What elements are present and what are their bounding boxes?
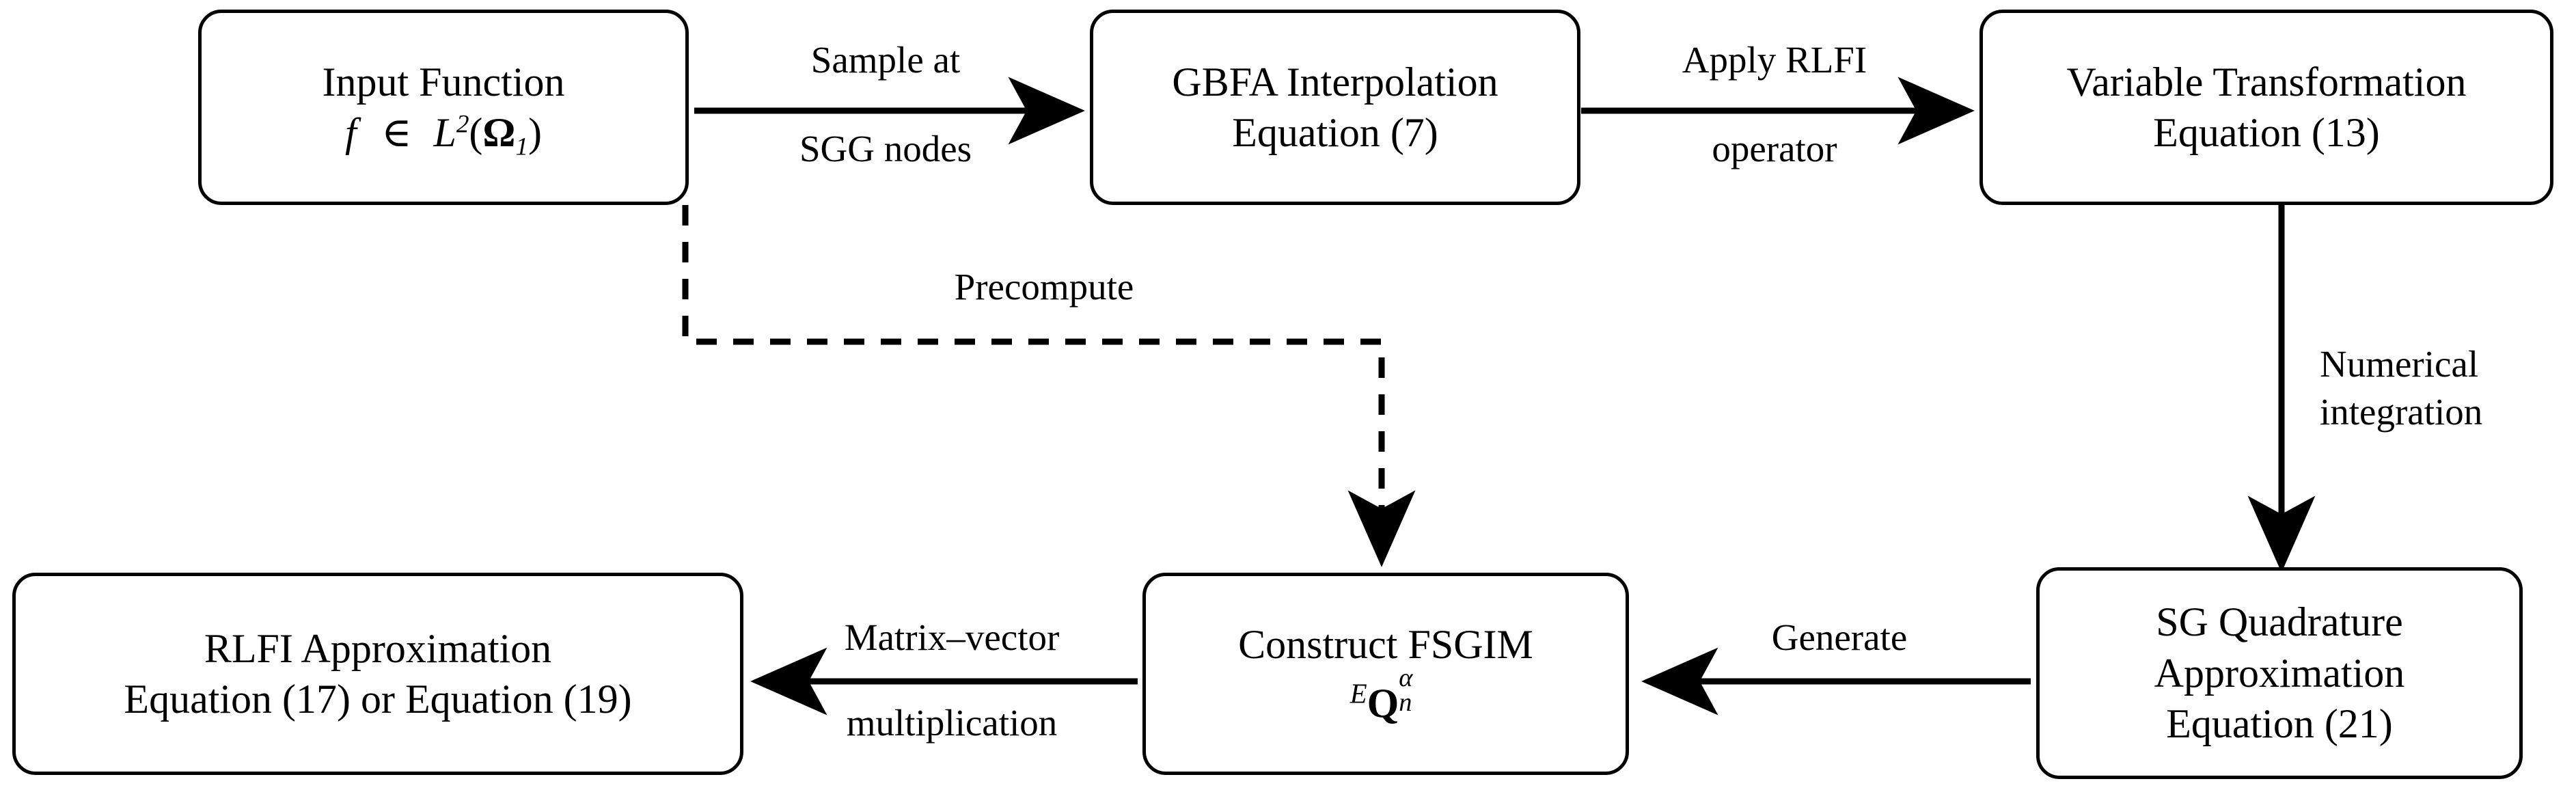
edge-label-generate: Generate [1771, 616, 1908, 658]
math-subscript-1: 1 [515, 133, 529, 161]
math-paren-open: ( [469, 110, 483, 155]
node-sg-quadrature-line2: Approximation [2154, 650, 2405, 696]
node-variable-transformation-line1: Variable Transformation [2066, 59, 2467, 105]
node-gbfa-interpolation[interactable]: GBFA Interpolation Equation (7) [1090, 10, 1580, 205]
edge-label-operator: operator [1712, 128, 1837, 169]
edge-label-precompute: Precompute [954, 266, 1134, 308]
edge-label-sgg-nodes: SGG nodes [799, 128, 972, 169]
edge-label-sample-at: Sample at [810, 39, 961, 81]
edge-label-matrix-vector: Matrix–vector [844, 616, 1060, 658]
math-symbol-L: L [433, 110, 456, 155]
node-sg-quadrature-line3: Equation (21) [2166, 701, 2393, 747]
node-rlfi-approximation-line1: RLFI Approximation [204, 625, 552, 671]
node-input-function-math: f ∈ L2(Ω1) [344, 107, 543, 161]
node-gbfa-interpolation-line1: GBFA Interpolation [1172, 59, 1498, 105]
math-presuperscript-E: E [1349, 678, 1367, 709]
math-symbol-element-of: ∈ [381, 110, 412, 155]
math-symbol-omega: Ω [482, 110, 516, 155]
math-symbol-f: f [344, 110, 357, 155]
node-sg-quadrature-approximation[interactable]: SG Quadrature Approximation Equation (21… [2036, 567, 2523, 779]
node-rlfi-approximation-line2: Equation (17) or Equation (19) [124, 677, 632, 722]
connector-precompute [682, 205, 1416, 567]
node-construct-fsgim-line1: Construct FSGIM [1238, 622, 1533, 668]
node-gbfa-interpolation-line2: Equation (7) [1232, 110, 1438, 155]
math-symbol-Q: Q [1367, 680, 1399, 726]
math-paren-close: ) [528, 110, 543, 155]
node-input-function-line1: Input Function [322, 59, 565, 105]
math-subscript-n: n [1399, 687, 1412, 717]
math-superscript-alpha: α [1399, 663, 1413, 692]
node-input-function[interactable]: Input Function f ∈ L2(Ω1) [198, 10, 689, 205]
node-rlfi-approximation[interactable]: RLFI Approximation Equation (17) or Equa… [12, 573, 743, 775]
math-superscript-2: 2 [456, 110, 469, 139]
math-symbol-in [357, 110, 382, 155]
edge-label-multiplication: multiplication [846, 702, 1058, 744]
edge-label-numerical-integration-line2: integration [2320, 391, 2483, 433]
node-variable-transformation[interactable]: Variable Transformation Equation (13) [1979, 10, 2553, 205]
edge-label-numerical-integration-line1: Numerical [2320, 343, 2479, 385]
math-space [412, 110, 434, 155]
node-sg-quadrature-line1: SG Quadrature [2156, 599, 2403, 645]
node-variable-transformation-line2: Equation (13) [2153, 110, 2380, 155]
edge-label-apply-rlfi: Apply RLFI [1682, 39, 1867, 81]
